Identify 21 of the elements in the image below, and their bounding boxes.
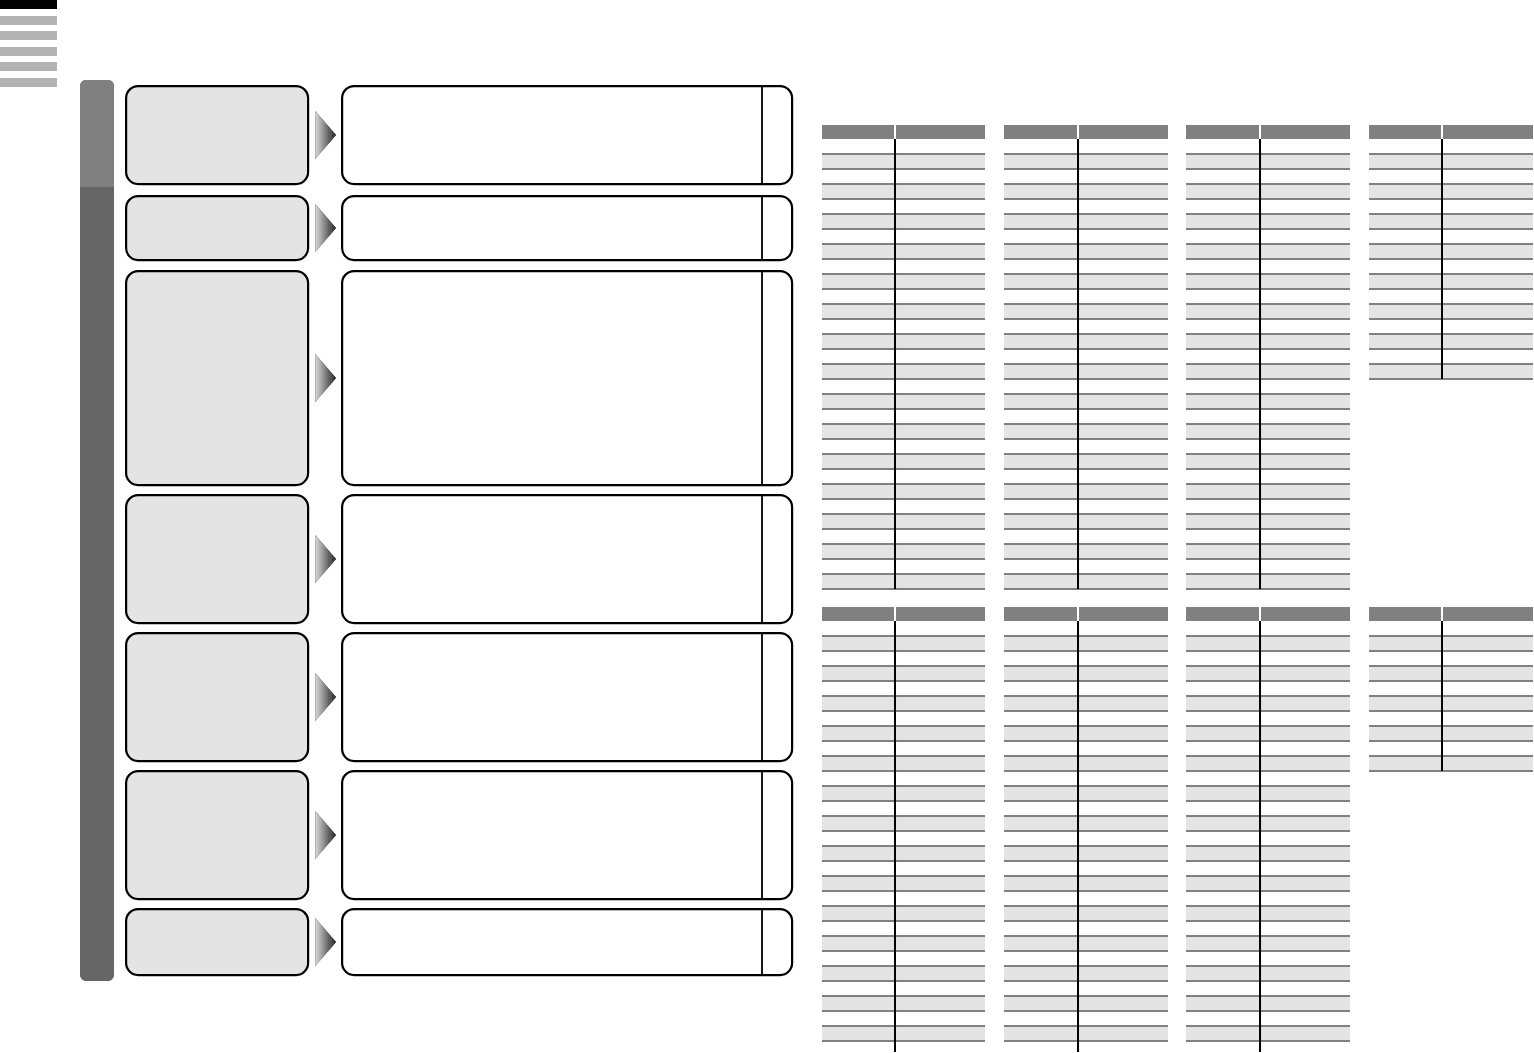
arrow — [315, 204, 336, 253]
label-box — [125, 770, 310, 901]
entry-box — [341, 269, 794, 487]
arrow — [315, 111, 336, 160]
arrow — [315, 535, 336, 584]
arrow — [315, 354, 336, 403]
label-box — [125, 195, 310, 262]
arrow — [315, 918, 336, 967]
entry-box — [341, 769, 794, 901]
entry-box — [341, 84, 794, 186]
arrow — [315, 673, 336, 722]
entry-box — [341, 907, 794, 977]
entry-box — [341, 493, 794, 625]
label-box — [125, 85, 310, 186]
label-box — [125, 270, 310, 487]
entry-box — [341, 194, 794, 262]
arrow — [315, 811, 336, 860]
entry-box — [341, 631, 794, 763]
label-box — [125, 632, 310, 763]
label-box — [125, 494, 310, 625]
label-box — [125, 908, 310, 977]
